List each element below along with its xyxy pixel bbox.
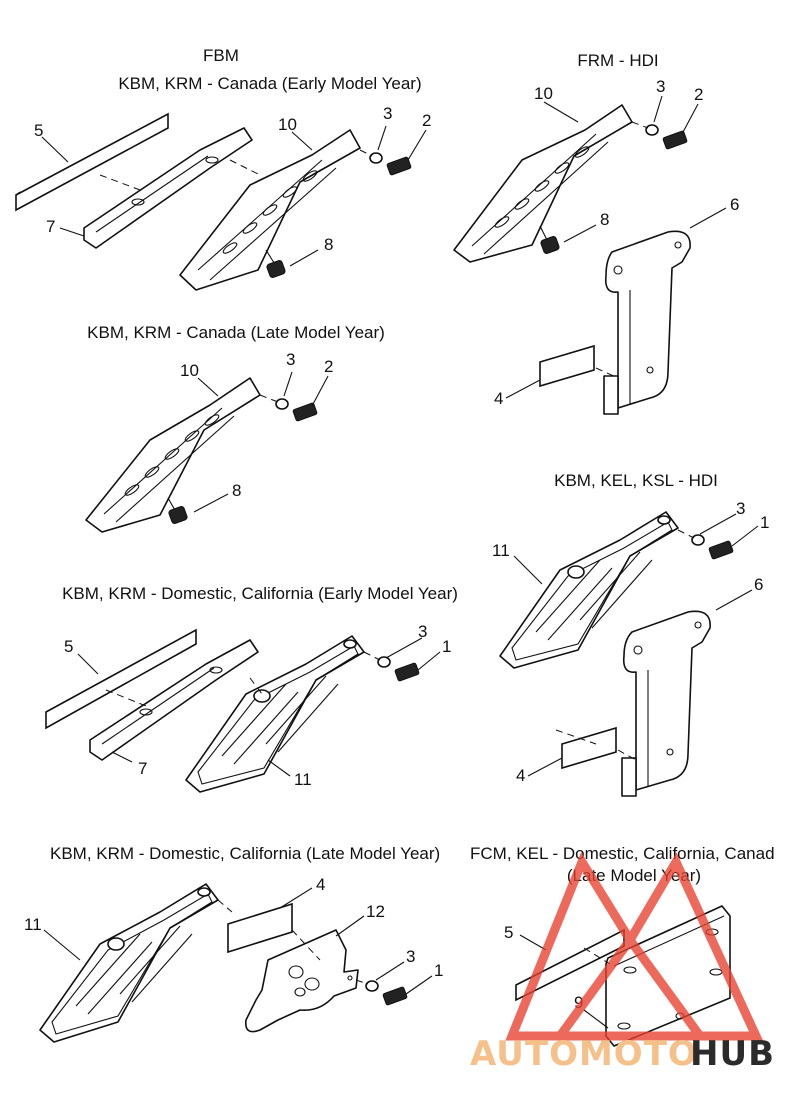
callout-7: 7 bbox=[46, 217, 55, 236]
callout-10-canada-late: 10 bbox=[180, 361, 199, 380]
callout-6-frm: 6 bbox=[730, 195, 739, 214]
callout-8-canada-late: 8 bbox=[232, 481, 241, 500]
callout-3-frm: 3 bbox=[656, 77, 665, 96]
callout-3: 3 bbox=[383, 104, 392, 123]
pad-part-4-frm bbox=[539, 344, 595, 388]
callout-2: 2 bbox=[422, 111, 431, 130]
license-bracket-part-11-domestic-late bbox=[39, 883, 219, 1043]
callout-5: 5 bbox=[34, 121, 43, 140]
automotohub-watermark-logo bbox=[505, 852, 764, 1041]
bracket-part-7-domestic-early bbox=[89, 639, 259, 761]
callout-11-domestic-early: 11 bbox=[294, 770, 312, 789]
fbm-title-line1: FBM bbox=[203, 46, 239, 65]
callout-9-fcm: 9 bbox=[574, 993, 583, 1012]
watermark-text-hub: HUB bbox=[690, 1034, 775, 1074]
callout-1-domestic-early: 1 bbox=[442, 637, 451, 656]
pad-part-5-domestic-early bbox=[45, 628, 197, 730]
callout-3-domestic-late: 3 bbox=[406, 947, 415, 966]
bracket-part-6-kel bbox=[622, 610, 711, 791]
domestic-early-title: KBM, KRM - Domestic, California (Early M… bbox=[62, 584, 458, 603]
pad-part-4-kel bbox=[561, 726, 617, 770]
fcm-kel-assembly: 5 9 bbox=[504, 905, 731, 1047]
callout-5-fcm: 5 bbox=[504, 923, 513, 942]
callout-6-kel: 6 bbox=[754, 575, 763, 594]
domestic-late-title: KBM, KRM - Domestic, California (Late Mo… bbox=[50, 844, 440, 863]
screw-part-2 bbox=[386, 156, 412, 176]
domestic-late-assembly: 11 4 12 3 1 bbox=[24, 875, 443, 1043]
license-bracket-part-11-domestic-early bbox=[185, 635, 365, 793]
callout-2-frm: 2 bbox=[694, 85, 703, 104]
frm-hdi-title: FRM - HDI bbox=[577, 51, 658, 70]
callout-12-domestic-late: 12 bbox=[366, 902, 385, 921]
license-bracket-part-11-kel bbox=[499, 511, 679, 669]
canada-late-title: KBM, KRM - Canada (Late Model Year) bbox=[87, 323, 385, 342]
mounting-plate-part-10 bbox=[179, 129, 361, 291]
callout-10: 10 bbox=[278, 115, 297, 134]
callout-4-kel: 4 bbox=[516, 766, 525, 785]
callout-1-domestic-late: 1 bbox=[434, 961, 443, 980]
callout-8-frm: 8 bbox=[600, 210, 609, 229]
frm-hdi-assembly: 10 3 2 8 6 4 bbox=[453, 77, 739, 415]
washer-part-3 bbox=[369, 152, 383, 164]
bracket-part-7 bbox=[83, 127, 253, 249]
callout-11-domestic-late: 11 bbox=[24, 915, 42, 934]
callout-7-domestic-early: 7 bbox=[138, 759, 147, 778]
kbm-kel-ksl-assembly: 11 3 1 6 4 bbox=[492, 499, 769, 797]
callout-11-kel: 11 bbox=[492, 541, 510, 560]
fcm-kel-title-line1: FCM, KEL - Domestic, California, Canad bbox=[470, 844, 775, 863]
kbm-kel-ksl-title: KBM, KEL, KSL - HDI bbox=[554, 471, 718, 490]
callout-10-frm: 10 bbox=[534, 84, 553, 103]
bracket-part-12 bbox=[244, 929, 359, 1033]
callout-1-kel: 1 bbox=[760, 513, 769, 532]
watermark-triangle bbox=[505, 852, 764, 1041]
callout-3-domestic-early: 3 bbox=[418, 622, 427, 641]
callout-3-kel: 3 bbox=[736, 499, 745, 518]
bracket-part-6-frm bbox=[604, 230, 691, 409]
fbm-assembly: 5 7 10 3 2 8 bbox=[15, 104, 431, 291]
pad-part-4-domestic-late bbox=[227, 902, 293, 954]
callout-8: 8 bbox=[324, 235, 333, 254]
callout-3-canada-late: 3 bbox=[286, 350, 295, 369]
callout-4-domestic-late: 4 bbox=[316, 875, 325, 894]
canada-late-assembly: 10 3 2 8 bbox=[85, 350, 333, 533]
callout-2-canada-late: 2 bbox=[324, 357, 333, 376]
callout-5-domestic-early: 5 bbox=[64, 637, 73, 656]
pad-part-5 bbox=[15, 112, 169, 212]
callout-4-frm: 4 bbox=[494, 389, 503, 408]
fbm-title-line2: KBM, KRM - Canada (Early Model Year) bbox=[118, 74, 421, 93]
watermark-text-automoto: AUTOMOTO bbox=[470, 1034, 698, 1074]
domestic-early-assembly: 5 7 3 1 11 bbox=[45, 622, 451, 793]
